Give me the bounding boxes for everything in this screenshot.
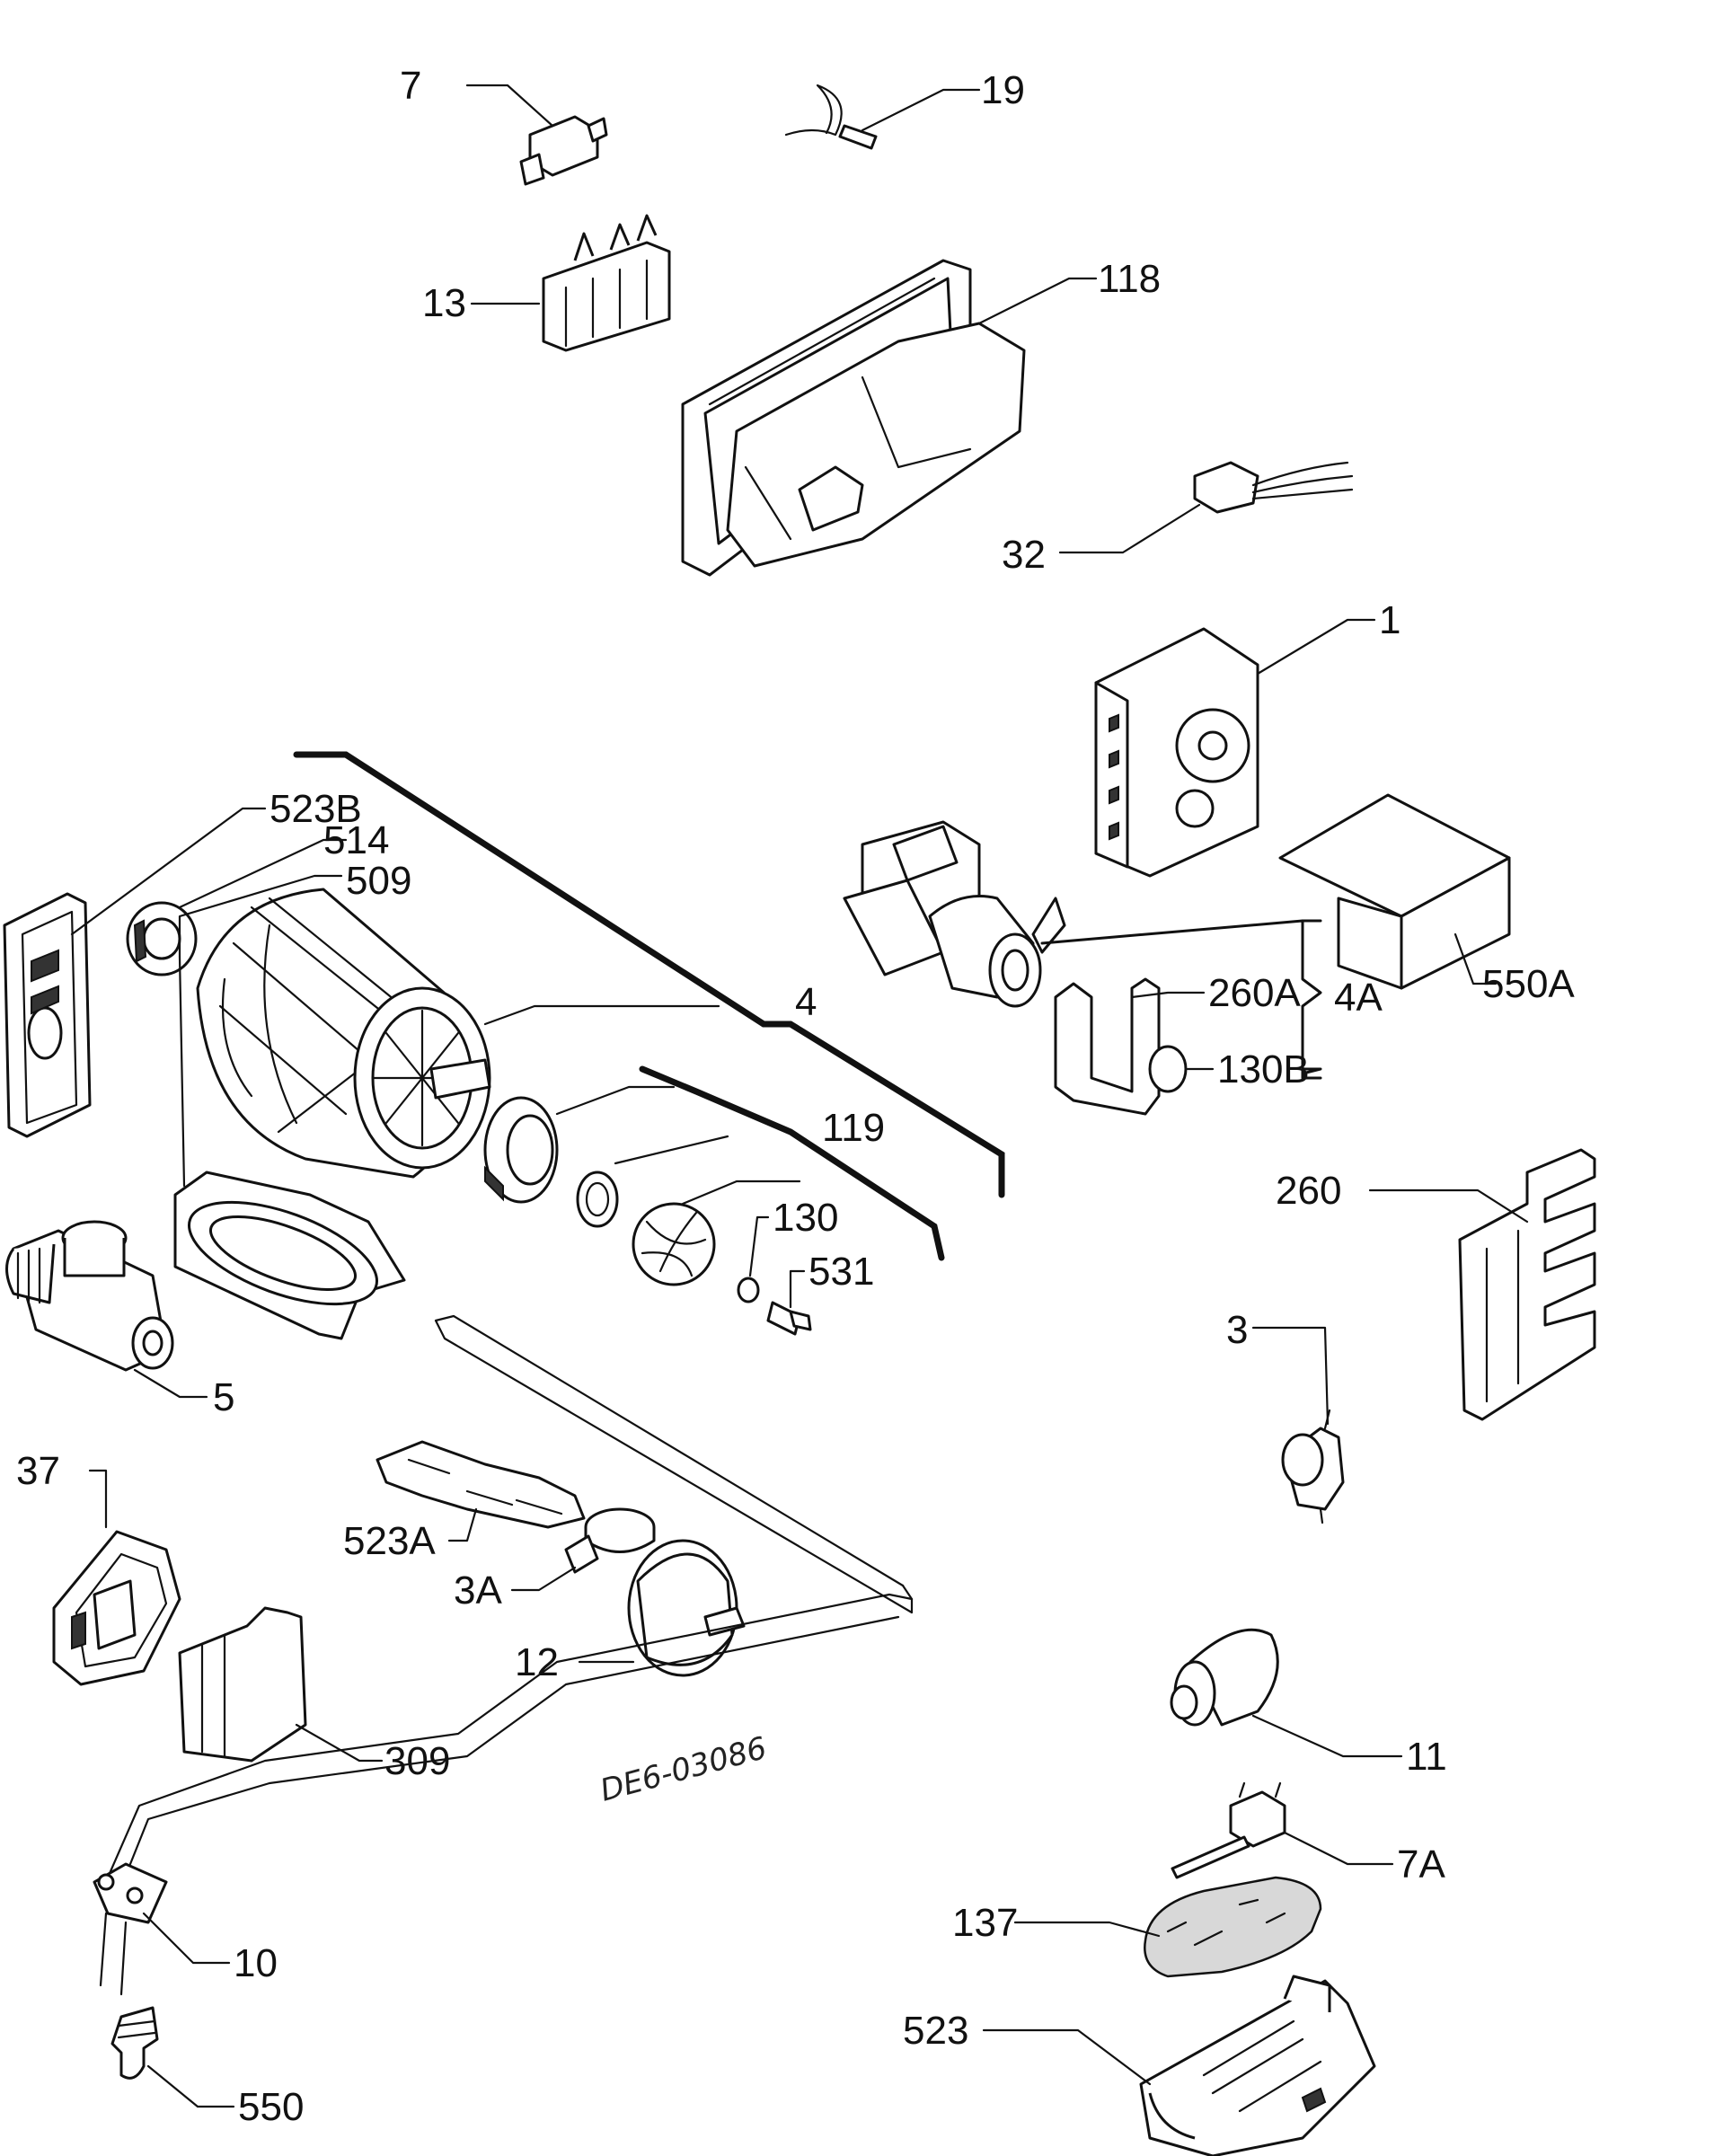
label-19: 19 bbox=[981, 68, 1025, 112]
leader-137 bbox=[1013, 1921, 1161, 1938]
part-3-thermostat bbox=[1281, 1409, 1345, 1524]
label-3a: 3A bbox=[454, 1568, 502, 1613]
label-119: 119 bbox=[822, 1106, 885, 1150]
leader-130 bbox=[748, 1215, 770, 1277]
label-7a: 7A bbox=[1397, 1842, 1445, 1886]
part-motor-mount bbox=[173, 1171, 406, 1340]
label-13: 13 bbox=[422, 281, 466, 325]
part-13-terminal-block bbox=[542, 214, 671, 352]
part-260a-bracket bbox=[1054, 977, 1161, 1116]
part-523b-plate bbox=[3, 892, 92, 1138]
label-4a: 4A bbox=[1334, 976, 1383, 1020]
label-531: 531 bbox=[808, 1250, 874, 1294]
label-260: 260 bbox=[1276, 1169, 1341, 1213]
leader-260a bbox=[1130, 991, 1206, 999]
leader-523 bbox=[982, 2028, 1152, 2086]
leader-3a bbox=[510, 1566, 577, 1592]
part-523-filter-housing bbox=[1139, 1975, 1376, 2156]
part-7a-microswitch bbox=[1171, 1781, 1286, 1879]
leader-514 bbox=[178, 838, 348, 909]
assembly-4-line bbox=[293, 751, 1005, 1198]
label-514: 514 bbox=[323, 818, 389, 862]
leader-119 bbox=[614, 1135, 729, 1165]
part-1-timer bbox=[1094, 627, 1259, 878]
leader-260 bbox=[1368, 1188, 1529, 1224]
leader-7a bbox=[1283, 1831, 1394, 1866]
part-118-housing bbox=[681, 259, 1026, 577]
leader-seal bbox=[555, 1085, 676, 1116]
label-10: 10 bbox=[234, 1941, 278, 1985]
part-4a-drain-pump bbox=[843, 820, 1066, 1008]
label-32: 32 bbox=[1002, 533, 1046, 577]
label-130b: 130B bbox=[1217, 1047, 1310, 1091]
part-260-bracket bbox=[1458, 1148, 1596, 1421]
leader-5 bbox=[133, 1368, 208, 1399]
label-130: 130 bbox=[773, 1196, 838, 1240]
label-11: 11 bbox=[1406, 1735, 1447, 1779]
label-37: 37 bbox=[16, 1449, 60, 1493]
leader-11 bbox=[1251, 1714, 1403, 1758]
leader-1 bbox=[1256, 618, 1376, 676]
label-523a: 523A bbox=[343, 1519, 436, 1563]
part-130-washer bbox=[737, 1277, 760, 1303]
label-260a: 260A bbox=[1208, 971, 1301, 1015]
label-509: 509 bbox=[346, 859, 411, 903]
part-137-filter bbox=[1144, 1876, 1322, 1978]
part-impeller bbox=[632, 1202, 716, 1286]
label-137: 137 bbox=[952, 1901, 1018, 1945]
leader-309 bbox=[295, 1723, 384, 1763]
leader-550a bbox=[1454, 932, 1498, 985]
part-10-heating-element bbox=[93, 1314, 914, 1996]
part-309-clip bbox=[178, 1606, 307, 1763]
drawing-number: DE6-03086 bbox=[596, 1730, 771, 1809]
part-509-motor bbox=[196, 888, 491, 1179]
label-309: 309 bbox=[384, 1739, 450, 1783]
leader-523a bbox=[447, 1507, 478, 1542]
leader-3 bbox=[1251, 1326, 1330, 1426]
part-531-screw bbox=[766, 1301, 812, 1336]
label-523: 523 bbox=[903, 2009, 968, 2053]
part-3a-thermostat bbox=[564, 1507, 656, 1574]
part-550a-cover-box bbox=[1278, 793, 1511, 990]
leader-4 bbox=[483, 1004, 720, 1026]
leader-118 bbox=[977, 277, 1098, 325]
label-7: 7 bbox=[400, 64, 421, 108]
part-119-seal bbox=[483, 1096, 559, 1204]
part-130b-ring bbox=[1148, 1045, 1188, 1093]
leader-509 bbox=[178, 874, 343, 959]
leader-7 bbox=[465, 84, 554, 128]
part-11-component bbox=[1170, 1628, 1279, 1727]
label-118: 118 bbox=[1098, 257, 1161, 301]
leader-531 bbox=[789, 1269, 806, 1309]
label-3: 3 bbox=[1226, 1308, 1248, 1352]
label-5: 5 bbox=[213, 1375, 234, 1419]
label-550a: 550A bbox=[1482, 962, 1575, 1006]
leader-32 bbox=[1058, 503, 1201, 554]
label-1: 1 bbox=[1379, 598, 1400, 642]
part-19-sensor bbox=[784, 84, 878, 150]
assembly-119-line bbox=[639, 1065, 945, 1261]
part-523a-bracket bbox=[376, 1440, 586, 1529]
part-7-switch bbox=[519, 115, 608, 186]
part-119-ring bbox=[576, 1171, 619, 1228]
part-12-pressure-switch bbox=[627, 1539, 746, 1677]
leader-10 bbox=[142, 1912, 231, 1965]
part-32-sensor bbox=[1193, 461, 1354, 514]
leader-37 bbox=[88, 1469, 108, 1529]
part-5-valve bbox=[5, 1220, 174, 1372]
leader-19 bbox=[861, 88, 981, 132]
label-4: 4 bbox=[795, 980, 817, 1024]
leader-523b bbox=[70, 807, 267, 936]
part-37-cover bbox=[52, 1530, 181, 1686]
label-550: 550 bbox=[238, 2085, 304, 2129]
leader-impeller bbox=[681, 1180, 801, 1206]
leader-550 bbox=[146, 2064, 235, 2108]
part-550-plug bbox=[110, 2006, 159, 2080]
label-523b: 523B bbox=[269, 787, 362, 831]
